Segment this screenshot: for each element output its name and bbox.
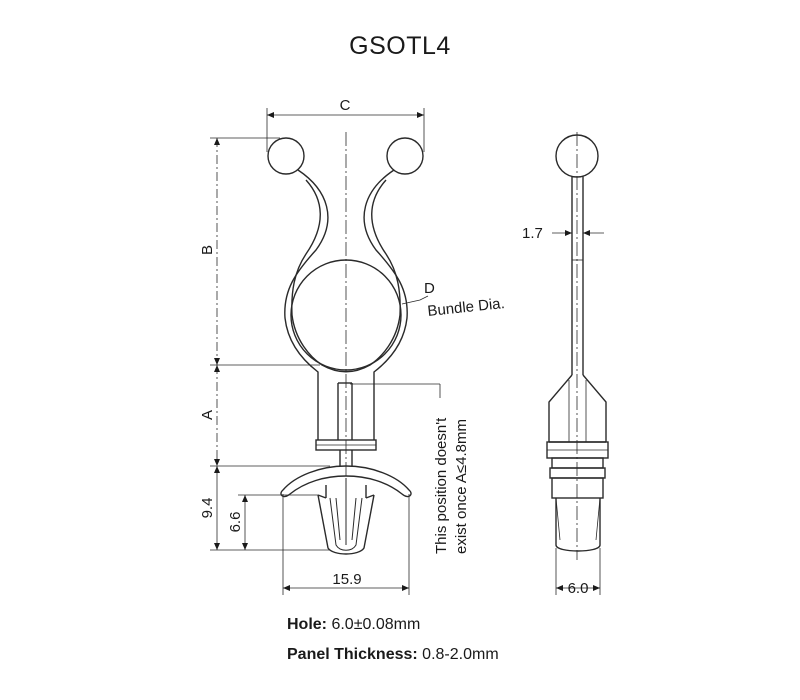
dim-9-4: 9.4 <box>199 498 216 519</box>
hole-label: Hole: <box>287 616 327 633</box>
drawing-title: GSOTL4 <box>349 32 451 60</box>
front-view <box>267 132 424 555</box>
hole-spec: Hole: 6.0±0.08mm <box>287 616 420 634</box>
clip-inner-outline <box>291 179 401 373</box>
right-ball <box>386 137 424 175</box>
dim-a: A <box>199 410 216 420</box>
arrow-tip <box>317 485 375 555</box>
wings <box>280 465 412 498</box>
panel-thickness-spec: Panel Thickness: 0.8-2.0mm <box>287 646 499 664</box>
dim-1-7: 1.7 <box>522 225 543 242</box>
dimensions <box>210 108 441 595</box>
dim-b: B <box>199 245 216 255</box>
side-tip <box>555 498 601 552</box>
dim-d: D <box>424 280 435 297</box>
panel-thickness-value: 0.8-2.0mm <box>422 646 499 663</box>
clip-outer-outline <box>284 169 408 440</box>
note-line-2: exist once A≤4.8mm <box>453 419 470 554</box>
side-ball <box>555 134 599 178</box>
dim-6-0: 6.0 <box>568 580 589 597</box>
side-view <box>546 132 609 560</box>
hole-value: 6.0±0.08mm <box>331 616 421 633</box>
bundle-dia-label: Bundle Dia. <box>427 295 506 320</box>
dim-c: C <box>340 97 351 114</box>
dim-6-6: 6.6 <box>227 512 244 533</box>
panel-thickness-label: Panel Thickness: <box>287 646 418 663</box>
note-line-1: This position doesn't <box>433 417 450 554</box>
dim-15-9: 15.9 <box>332 571 361 588</box>
bundle-loop <box>290 259 402 371</box>
left-ball <box>267 137 305 175</box>
